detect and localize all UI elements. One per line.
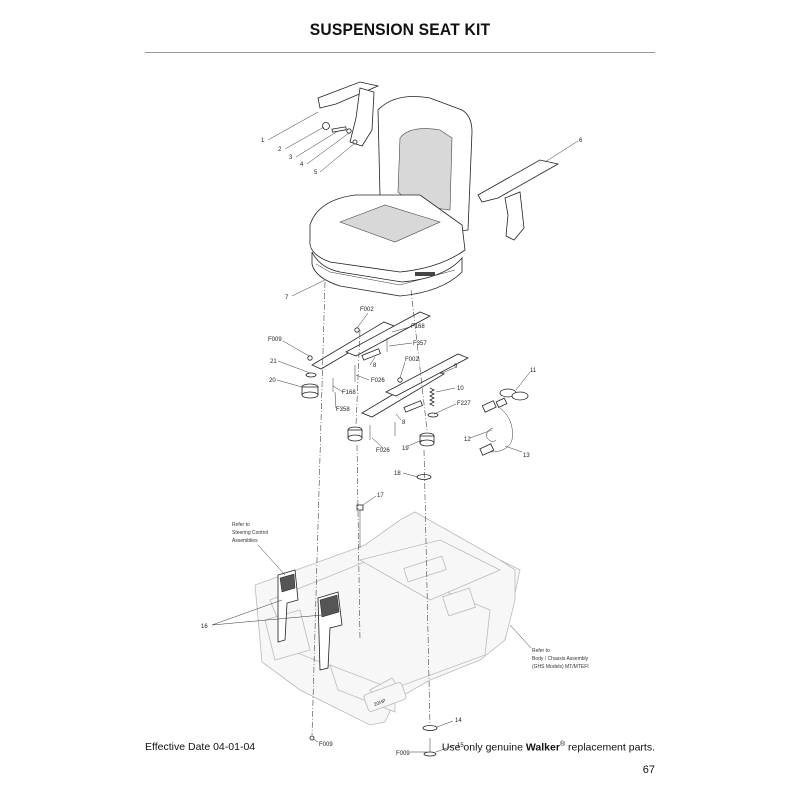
chassis-badge: 20HP [363,682,407,712]
assembly-center-lines [311,281,431,736]
callout-4: 4 [300,162,304,168]
effective-date: Effective Date 04-01-04 [145,741,256,753]
callout-5: 5 [314,170,318,176]
callout-19: 19 [402,446,409,452]
callout-f358: F358 [336,407,350,413]
svg-text:Assemblies: Assemblies [232,538,258,544]
svg-text:Steering Control: Steering Control [232,530,268,536]
svg-text:Refer to: Refer to [232,522,250,528]
callout-f227: F227 [457,401,471,407]
callout-leaders [211,111,579,753]
callout-labels: 1 2 3 4 5 6 7 F002 F168 F357 F009 21 20 … [201,138,583,757]
callout-17: 17 [377,493,384,499]
title-rule [145,52,655,53]
callout-1: 1 [261,138,265,144]
mounting-hardware [301,311,469,757]
steering-reference-note: Refer to Steering Control Assemblies [232,522,268,544]
callout-18: 18 [394,471,401,477]
callout-f357: F357 [413,341,427,347]
seat-switch-harness [479,388,529,456]
svg-text:Refer to: Refer to [532,648,550,654]
callout-16: 16 [201,624,208,630]
suspension-seat [309,81,560,297]
callout-8a: 8 [373,363,377,369]
page-title: SUSPENSION SEAT KIT [309,20,491,39]
callout-14: 14 [455,718,462,724]
callout-7: 7 [285,295,289,301]
callout-21: 21 [270,359,277,365]
callout-f009c: F009 [396,751,410,757]
callout-10: 10 [457,386,464,392]
callout-f026b: F026 [376,448,390,454]
callout-2: 2 [278,147,282,153]
brand-name: Walker [525,741,560,754]
callout-f026a: F026 [371,378,385,384]
callout-8b: 8 [402,420,406,426]
callout-20: 20 [269,378,276,384]
callout-f009b: F009 [319,742,333,748]
callout-f002a: F002 [360,307,374,313]
svg-text:Body / Chassis Assembly: Body / Chassis Assembly [532,656,589,662]
svg-text:(GHS Models) MT/MTEFI: (GHS Models) MT/MTEFI [532,664,589,670]
svg-text:20HP: 20HP [373,698,387,708]
callout-9: 9 [454,364,458,370]
body-chassis-reference-note: Refer to Body / Chassis Assembly (GHS Mo… [532,648,589,670]
callout-f002b: F002 [405,357,419,363]
callout-f009a: F009 [268,337,282,343]
callout-f168b: F168 [342,390,356,396]
callout-13: 13 [523,453,530,459]
callout-6: 6 [579,138,583,144]
genuine-parts-notice: Use only genuine Walker® replacement par… [441,741,655,754]
callout-11: 11 [530,368,537,374]
page-number: 67 [642,764,655,776]
callout-f168a: F168 [411,324,425,330]
registered-mark: ® [559,741,566,748]
callout-15: 15 [457,743,464,749]
callout-3: 3 [289,155,293,161]
callout-12: 12 [464,437,471,443]
chassis-drawing: 20HP [254,511,521,726]
